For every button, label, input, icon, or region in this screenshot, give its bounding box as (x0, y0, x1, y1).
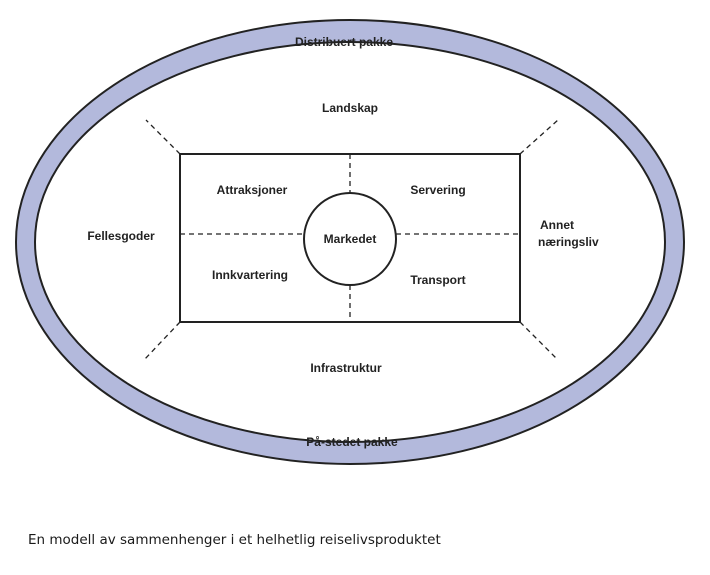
quadrant-label-top-left: Attraksjoner (217, 183, 288, 197)
tourism-product-model-diagram: Distribuert pakke På-stedet pakke Landsk… (15, 19, 685, 465)
quadrant-label-top-right: Servering (410, 183, 465, 197)
market-circle (303, 192, 397, 286)
zone-label-right-line2: næringsliv (538, 235, 599, 249)
ring-label-bottom: På-stedet pakke (306, 435, 398, 449)
quadrant-label-bottom-left: Innkvartering (212, 268, 288, 282)
zone-label-bottom: Infrastruktur (310, 361, 382, 375)
quadrant-label-bottom-right: Transport (410, 273, 465, 287)
zone-label-top: Landskap (322, 101, 378, 115)
zone-label-left: Fellesgoder (87, 229, 155, 243)
zone-label-right-line1: Annet (540, 218, 574, 232)
center-label: Markedet (324, 232, 377, 246)
figure-caption: En modell av sammenhenger i et helhetlig… (28, 532, 441, 548)
connector-top-left (145, 119, 181, 155)
ring-label-top: Distribuert pakke (295, 35, 393, 49)
